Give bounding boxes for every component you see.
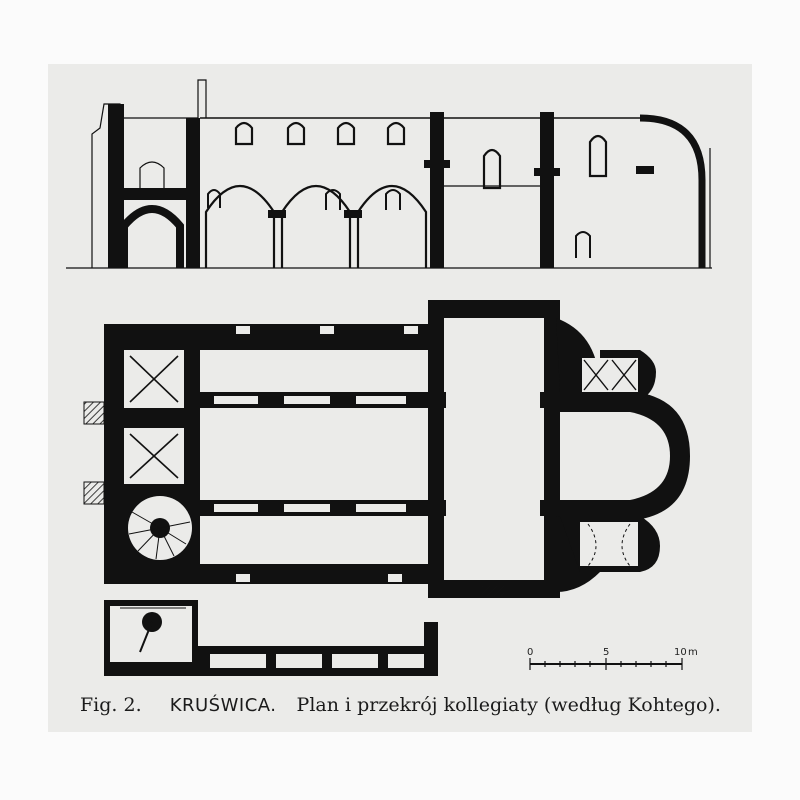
scale-label-10: 10 [674,647,687,658]
ground-plan [83,300,690,676]
scale-label-0: 0 [527,647,533,658]
caption-number: Fig. 2. [80,694,142,716]
scale-label-5: 5 [603,647,609,658]
caption-text: Plan i przekrój kollegiaty (według Kohte… [296,694,721,716]
scale-unit: m [688,647,698,658]
scale-bar: 0 5 10 m [527,647,698,670]
caption-place: KRUŚWICA. [169,695,277,716]
figure-caption: Fig. 2. KRUŚWICA. Plan i przekrój kolleg… [80,694,760,716]
longitudinal-section [66,79,712,269]
